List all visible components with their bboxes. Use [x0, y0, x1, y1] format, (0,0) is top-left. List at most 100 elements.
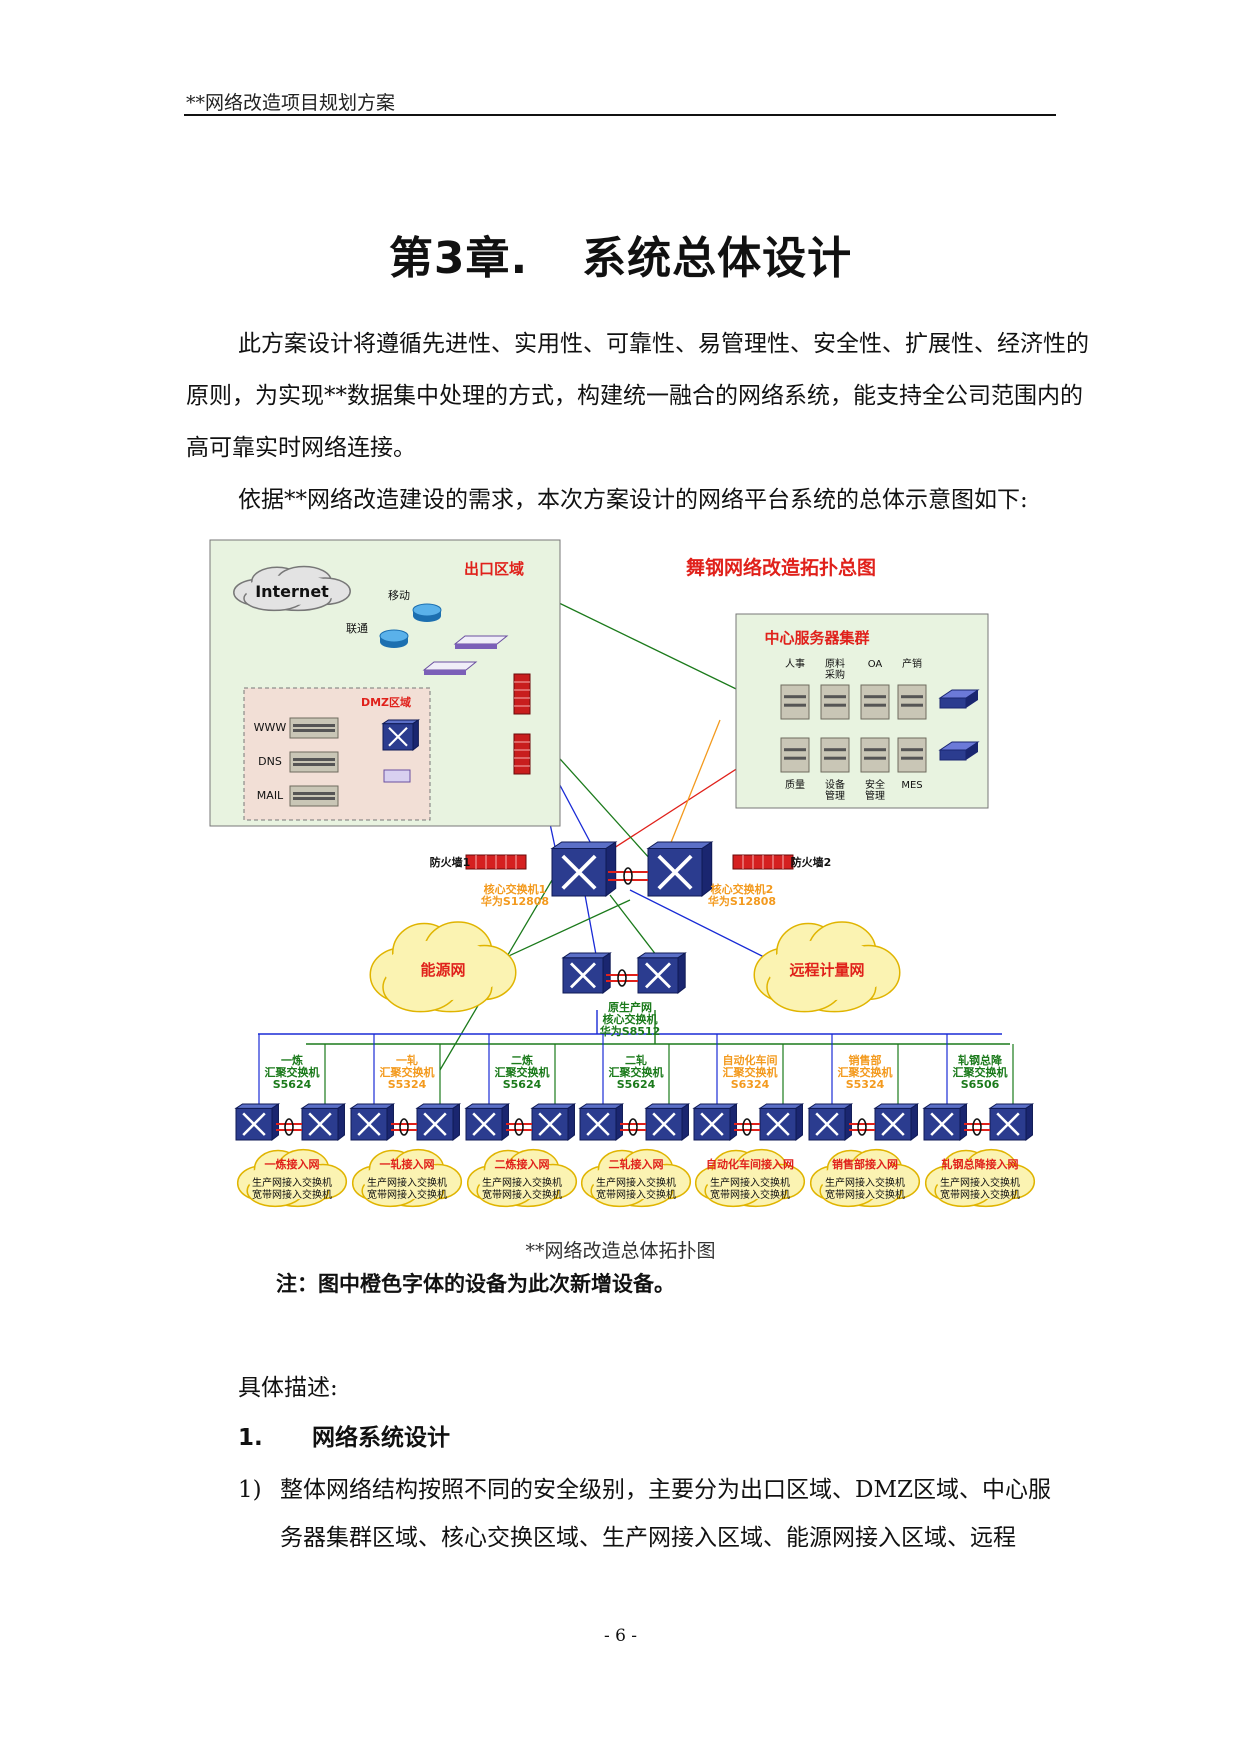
cloud-core [363, 1160, 451, 1200]
storage-icon [938, 741, 980, 761]
server-slot [824, 756, 846, 760]
switch-arrow [538, 1112, 562, 1136]
access-network-label: 二轧接入网 [609, 1157, 664, 1171]
prod-core-switch-icon [561, 952, 612, 995]
server-slot [784, 695, 806, 699]
switch-side [602, 952, 611, 995]
switch-side [386, 1103, 394, 1142]
server-slot [864, 695, 886, 699]
server-box [289, 751, 339, 773]
access-switch-lines: 生产网接入交换机宽带网接入交换机 [252, 1176, 332, 1201]
chapter-number: 第3章. [388, 233, 529, 284]
firewall-icon [513, 733, 531, 775]
server-slot [293, 724, 335, 727]
exit-zone-label: 出口区域 [464, 560, 524, 578]
switch-arrow [388, 727, 408, 747]
cluster-server-name: 产销 [902, 657, 922, 670]
switch-side [1025, 1103, 1033, 1142]
access-cloud [466, 1148, 578, 1208]
core1-to-prod-link [584, 894, 598, 961]
access-network-label: 二炼接入网 [495, 1157, 550, 1171]
access-cloud [924, 1148, 1036, 1208]
aggregation-switch-icon [530, 1103, 577, 1142]
branch-aggregation-icon [742, 1118, 752, 1136]
intro-paragraph: 此方案设计将遵循先进性、实用性、可靠性、易管理性、安全性、扩展性、经济性的原则，… [186, 331, 1089, 461]
core-to-energy-link [499, 899, 631, 961]
switch-side [605, 841, 617, 898]
server-icon [289, 717, 339, 739]
router-top [379, 629, 409, 643]
storage-front [939, 749, 967, 761]
core-link-aggregation-icon [623, 867, 633, 885]
access-cloud [809, 1148, 921, 1208]
switch-arrow [561, 854, 597, 890]
switch-side [452, 1103, 460, 1142]
flat-switch-front [455, 644, 497, 649]
aggregation-switch-icon [873, 1103, 920, 1142]
switch-arrow [308, 1112, 332, 1136]
switch-top [561, 952, 612, 959]
branch-aggregation-icon [628, 1118, 638, 1136]
server-slot [784, 748, 806, 752]
access-cloud [694, 1148, 806, 1208]
energy-cloud [369, 921, 517, 1013]
server-slot [901, 748, 923, 752]
aggregation-switch-icon [692, 1103, 739, 1142]
cluster-server-name: 人事 [785, 657, 805, 670]
section-heading: 1.网络系统设计 [238, 1418, 450, 1452]
core2-to-prod-link [609, 894, 661, 961]
core-switch-1-icon [550, 841, 618, 898]
server-slot [293, 797, 335, 800]
aggregation-switch-icon [234, 1103, 281, 1142]
access-network-label: 销售部接入网 [832, 1157, 898, 1171]
switch-side [959, 1103, 967, 1142]
router-icon [379, 629, 409, 648]
switch-arrow [423, 1112, 447, 1136]
flat-switch-icon [422, 661, 478, 675]
branch-aggregation-icon [857, 1118, 867, 1136]
switch-arrow [996, 1112, 1020, 1136]
server-icon [289, 751, 339, 773]
server-slot [293, 763, 335, 766]
access-switch-lines: 生产网接入交换机宽带网接入交换机 [367, 1176, 447, 1201]
access-switch-lines: 生产网接入交换机宽带网接入交换机 [825, 1176, 905, 1201]
cloud-core [245, 575, 339, 605]
figure-note: 注：图中橙色字体的设备为此次新增设备。 [276, 1272, 675, 1296]
cloud-core [384, 939, 502, 1001]
cluster-server-name: 安全管理 [865, 778, 885, 802]
switch-arrow [766, 1112, 790, 1136]
cluster-server-name: MES [901, 780, 922, 791]
server-box [860, 737, 890, 773]
switch-side [412, 719, 419, 752]
aggregation-switch-icon [758, 1103, 805, 1142]
server-box [289, 717, 339, 739]
aggregation-switch-icon [578, 1103, 625, 1142]
prod-core-label: 原生产网核心交换机华为S8512 [600, 1000, 661, 1038]
server-name: WWW [254, 721, 287, 734]
storage-side [966, 742, 978, 760]
switch-side [910, 1103, 918, 1142]
switch-side [271, 1103, 279, 1142]
server-box [780, 684, 810, 720]
remote-net-label: 远程计量网 [789, 961, 864, 979]
cluster-server-name: 原料采购 [825, 657, 845, 681]
page-number: - 6 - [603, 1626, 638, 1646]
firewall-2-icon [732, 854, 794, 870]
server-icon [289, 785, 339, 807]
cluster-server-icon [897, 684, 927, 720]
switch-top [550, 841, 618, 849]
server-slot [901, 756, 923, 760]
cluster-server-name: OA [868, 659, 883, 670]
server-slot [864, 748, 886, 752]
switch-side [681, 1103, 689, 1142]
internet-cloud [233, 565, 351, 612]
diagram-title: 舞钢网络改造拓扑总图 [686, 556, 876, 579]
access-network-label: 一轧接入网 [380, 1157, 435, 1171]
firewall-2-label: 防火墙2 [791, 855, 832, 869]
